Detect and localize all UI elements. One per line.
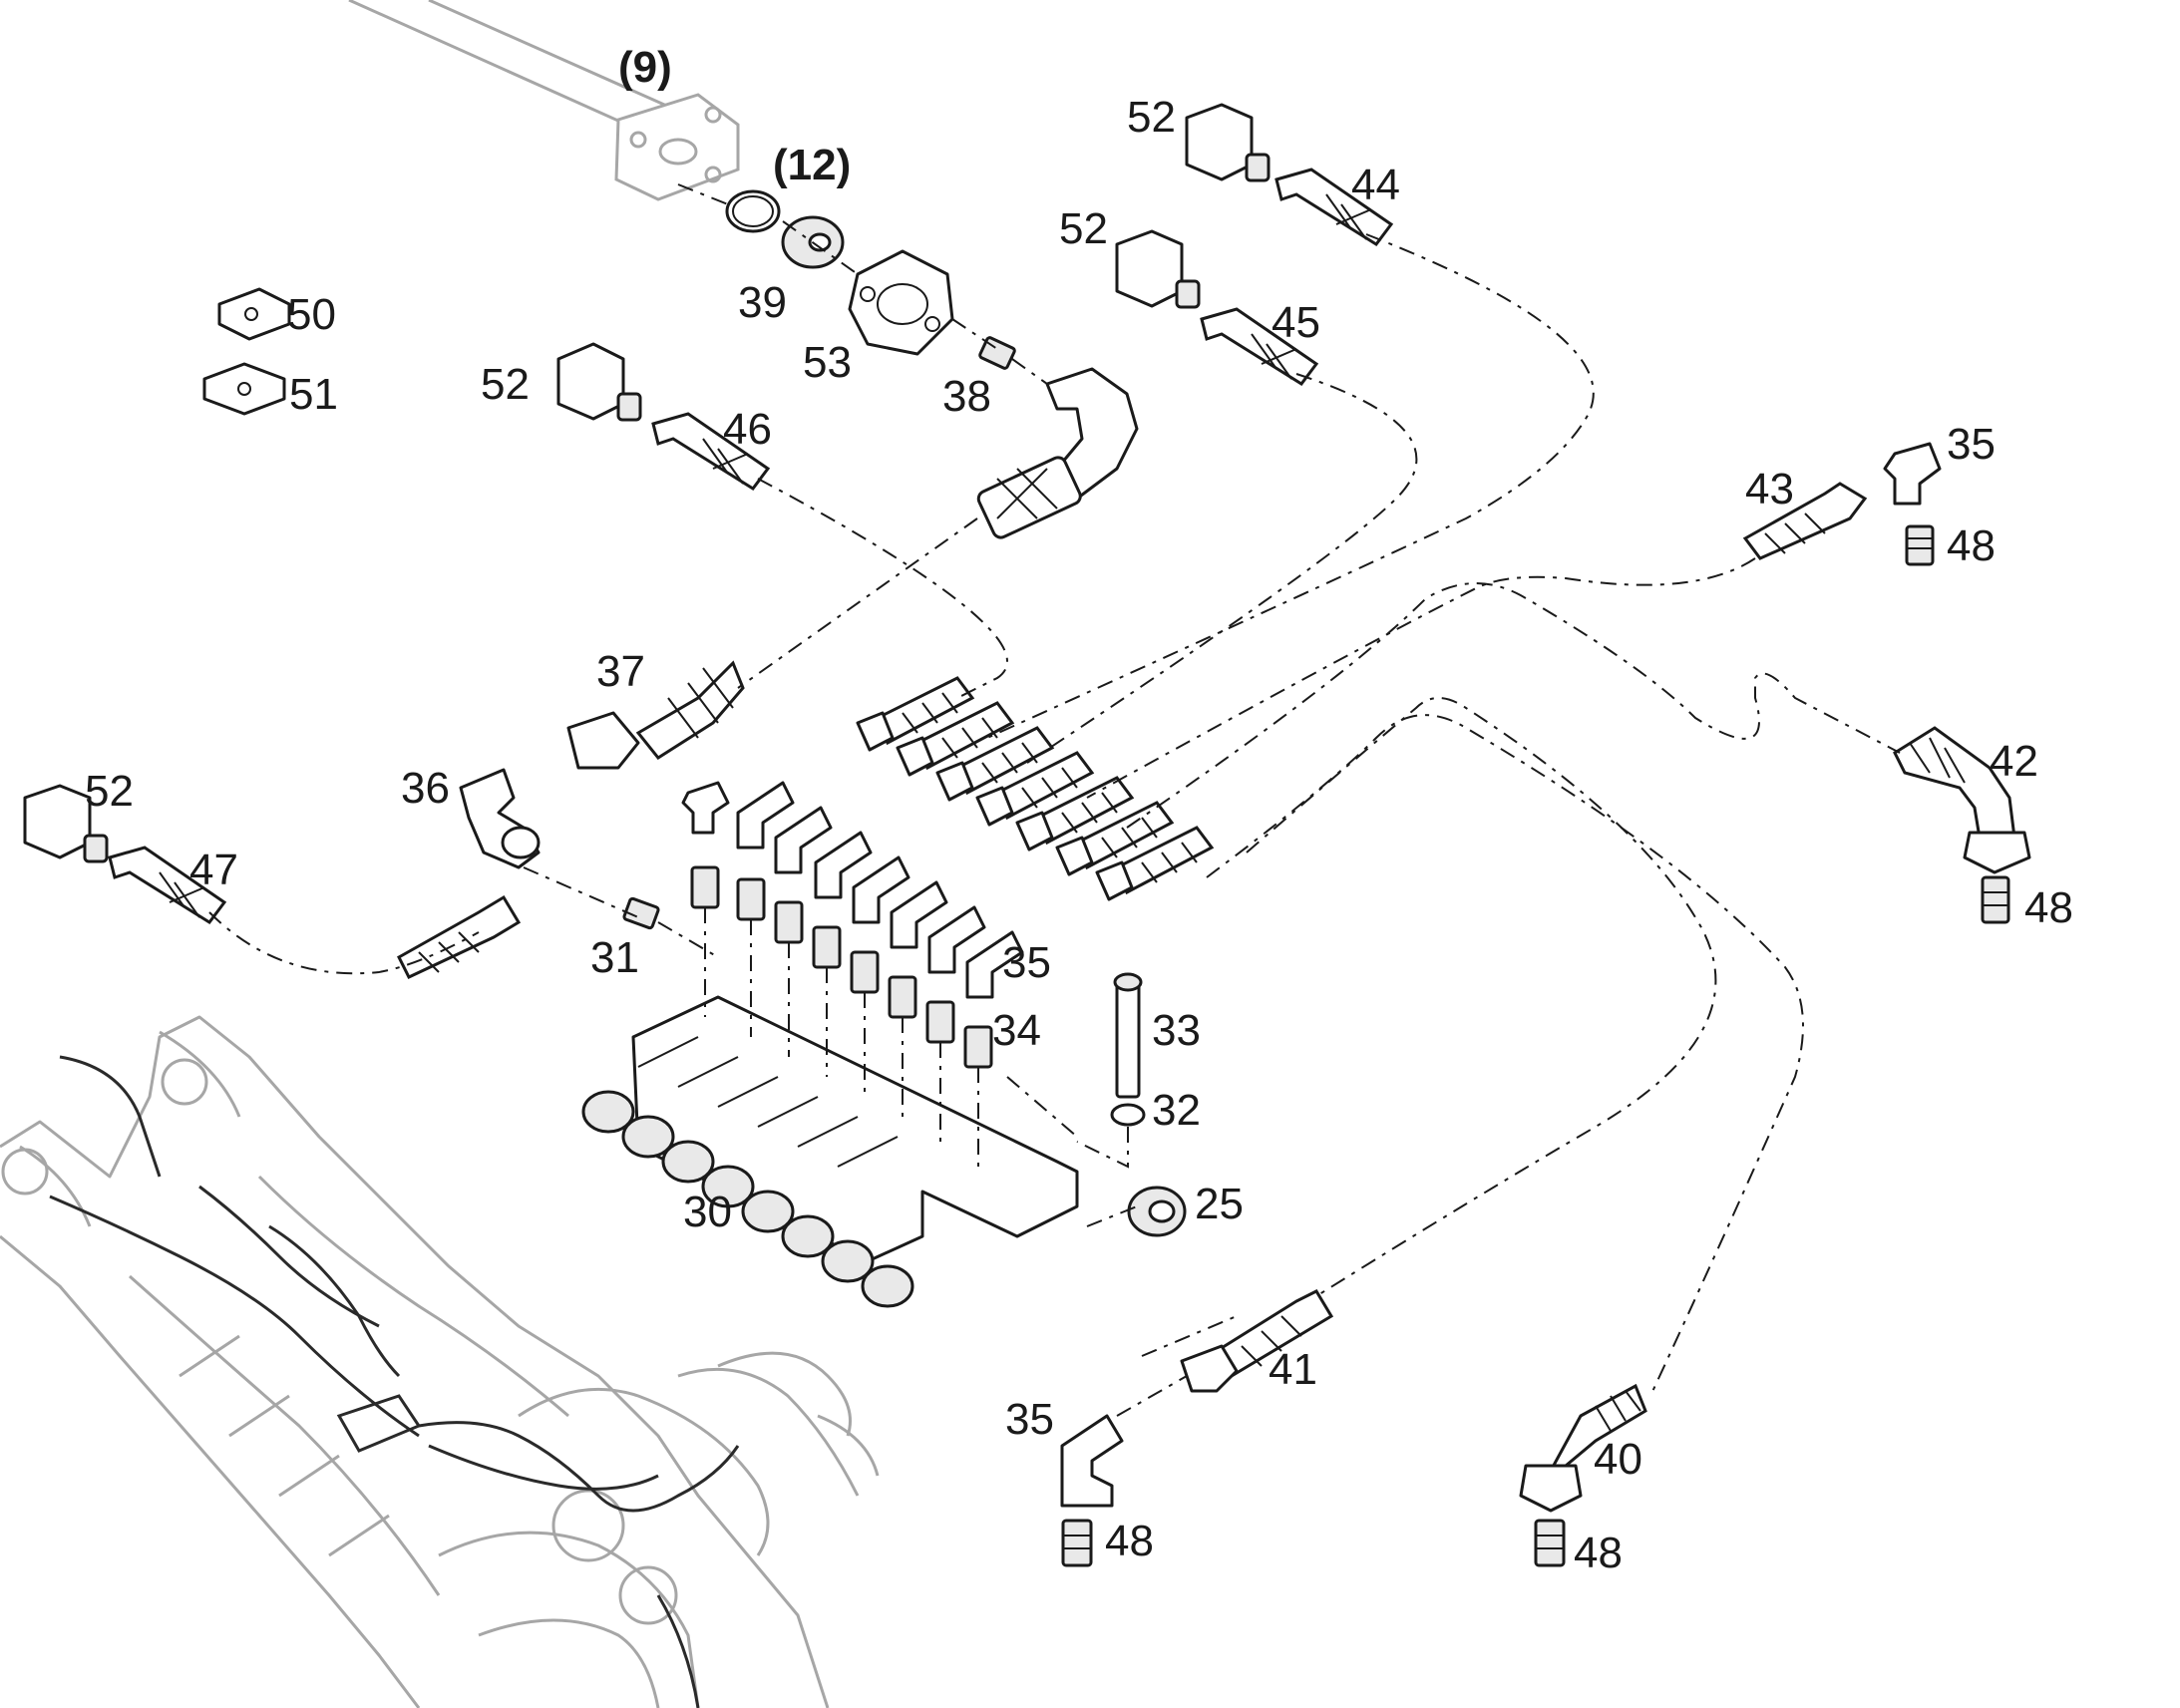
callout-25: 25: [1195, 1180, 1244, 1228]
hose-end-bank-1: [856, 676, 975, 752]
elbow-row-3: [774, 806, 833, 874]
adapter-48-d: [1534, 1519, 1566, 1567]
hose-end-bank-2: [896, 701, 1015, 777]
hose-elbow-end: [976, 367, 1139, 539]
hose-end-41: [1180, 1289, 1334, 1393]
elbow-row-4: [814, 831, 873, 899]
swivel-fitting-52-b: [1185, 103, 1271, 182]
callout-44: 44: [1351, 161, 1400, 209]
valve-block-30: [581, 995, 1079, 1308]
callout-51: 51: [289, 370, 338, 419]
hose-end-44: [1274, 168, 1394, 247]
callout-33: 33: [1152, 1006, 1201, 1055]
adapter-48-b: [1981, 875, 2010, 924]
callout-9: (9): [618, 43, 672, 92]
hose-end-return: [397, 894, 522, 979]
callout-52-d: 52: [85, 767, 134, 816]
swivel-fitting-52-d: [23, 784, 109, 863]
hose-end-bank-6: [1055, 801, 1175, 876]
elbow-fitting-36: [459, 768, 541, 869]
elbow-fitting-35-c: [1060, 1414, 1124, 1508]
hose-end-bank-3: [935, 726, 1055, 802]
callout-45: 45: [1272, 298, 1320, 347]
callout-52-a: 52: [481, 360, 530, 409]
elbow-row-5: [852, 855, 910, 924]
callout-50: 50: [287, 290, 336, 339]
callout-48-d: 48: [1574, 1529, 1623, 1577]
elbow-row-8: [965, 930, 1024, 999]
callout-37: 37: [596, 647, 645, 696]
elbow-row-2: [736, 781, 795, 850]
split-flange-53: [848, 249, 954, 356]
clamp-50: [217, 287, 291, 341]
callout-35-b: 35: [1002, 938, 1051, 987]
callout-30: 30: [683, 1188, 732, 1236]
clamp-51: [202, 362, 286, 416]
callout-46: 46: [723, 405, 772, 454]
hose-end-47: [108, 846, 227, 925]
callout-47: 47: [189, 846, 238, 894]
callout-48-c: 48: [1105, 1517, 1154, 1565]
hose-end-bank: [856, 676, 1215, 901]
elbow-fitting-35-a: [1883, 442, 1942, 506]
hose-elbow-42: [1893, 726, 2031, 874]
machine-wiring-dark: [49, 1055, 740, 1708]
callout-38: 38: [942, 372, 991, 421]
hose-end-bank-4: [975, 751, 1095, 827]
callout-48-b: 48: [2024, 883, 2073, 932]
cylinder-9-ghost: [348, 0, 740, 201]
swivel-fitting-52-a: [556, 342, 642, 422]
hose-end-46: [651, 412, 771, 492]
callout-31: 31: [590, 933, 639, 982]
elbow-row-7: [927, 905, 986, 974]
callout-32: 32: [1152, 1086, 1201, 1135]
callout-39: 39: [738, 278, 787, 327]
callout-52-b: 52: [1127, 93, 1176, 142]
hose-end-bank-5: [1015, 776, 1135, 852]
hose-end-45: [1200, 307, 1319, 387]
o-ring-12: [725, 189, 781, 233]
callout-34: 34: [992, 1006, 1041, 1055]
fitting-38: [978, 336, 1016, 370]
callout-43: 43: [1745, 465, 1794, 513]
callout-12: (12): [773, 141, 851, 189]
swivel-fitting-52-c: [1115, 229, 1201, 309]
callout-35-a: 35: [1947, 420, 1996, 469]
hose-end-43: [1742, 482, 1868, 560]
washer-32: [1110, 1103, 1146, 1127]
adapter-48-a: [1905, 524, 1935, 566]
valve-spools: [581, 1090, 914, 1308]
callout-41: 41: [1269, 1345, 1317, 1394]
elbow-row-6: [890, 880, 948, 949]
hose-end-37: [566, 660, 745, 770]
plug-25: [1127, 1186, 1187, 1237]
bolt-33: [1113, 972, 1143, 1099]
machine-boom-ghost: [0, 1015, 880, 1708]
callout-42: 42: [1990, 737, 2038, 786]
callout-53: 53: [803, 338, 852, 387]
callout-36: 36: [401, 764, 450, 813]
callout-35-c: 35: [1005, 1395, 1054, 1444]
callout-40: 40: [1594, 1435, 1642, 1484]
elbow-fittings-row: [681, 781, 1024, 999]
adapter-48-c: [1061, 1519, 1093, 1567]
routing-lines: [208, 183, 1901, 1417]
callout-labels: (9) (12) 39 53 38 50 51 52 46 52 44 52 4…: [85, 43, 2073, 1577]
fitting-31: [622, 896, 660, 930]
callout-48-a: 48: [1947, 521, 1996, 570]
callout-52-c: 52: [1059, 204, 1108, 253]
elbow-row-1: [681, 781, 730, 835]
hose-end-bank-7: [1095, 826, 1215, 901]
hose-elbow-40: [1519, 1383, 1647, 1513]
